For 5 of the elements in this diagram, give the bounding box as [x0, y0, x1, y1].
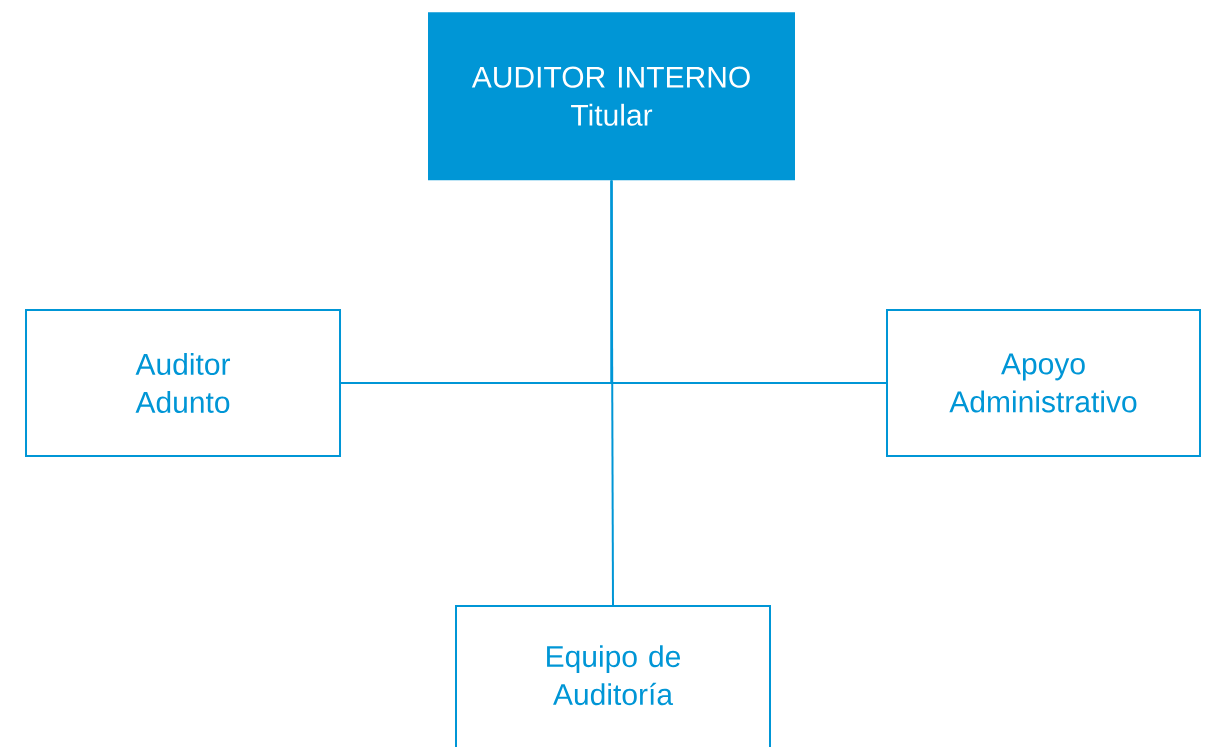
role-box: Apoyo Administrativo [886, 309, 1201, 457]
title-box: AUDITOR INTERNO Titular [428, 12, 795, 181]
role-box: Equipo de Auditoría [455, 605, 771, 747]
role-box: Auditor Adunto [25, 309, 341, 457]
connector-line [610, 179, 614, 606]
